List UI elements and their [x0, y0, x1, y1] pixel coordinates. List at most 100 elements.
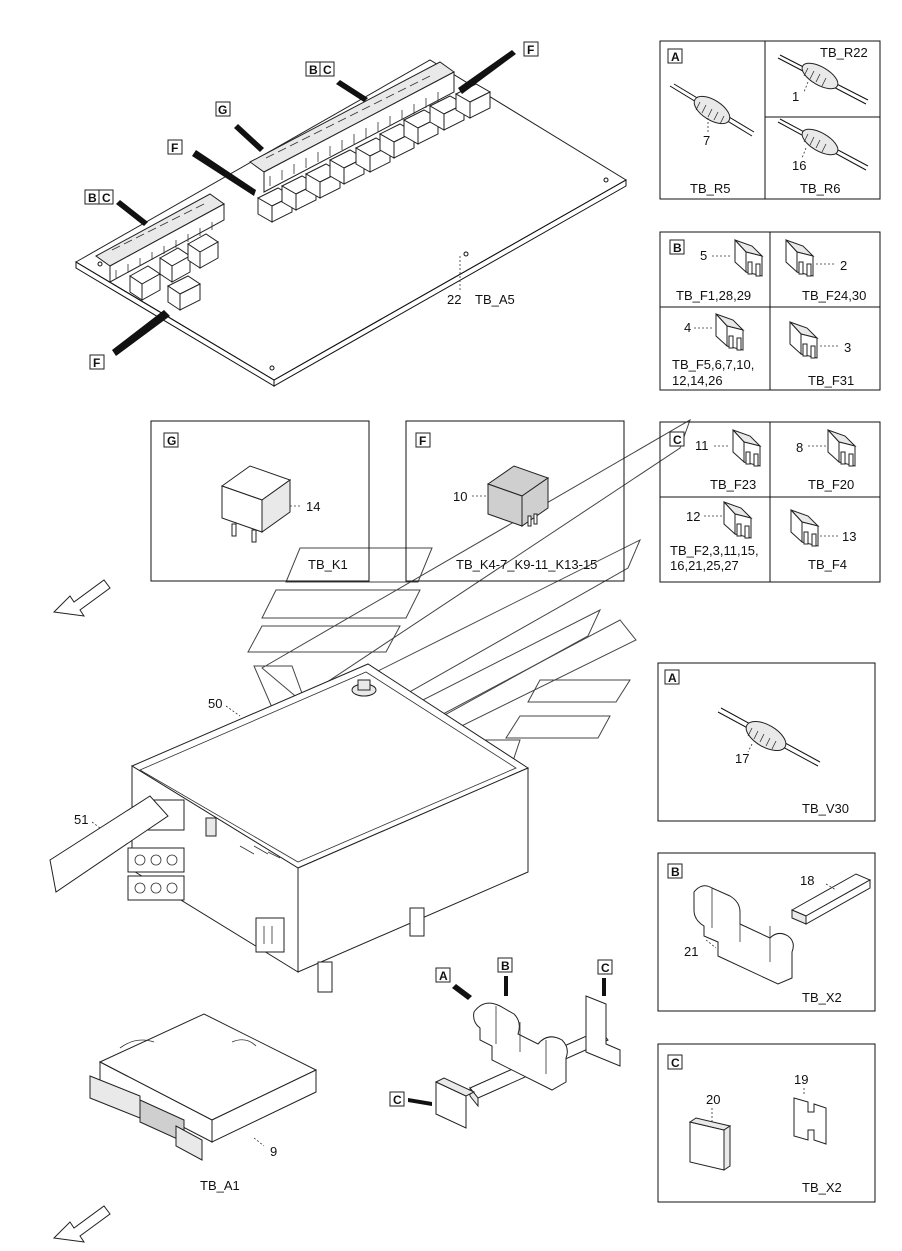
svg-text:1: 1 [792, 89, 799, 104]
svg-text:TB_F2,3,11,15,: TB_F2,3,11,15, [670, 543, 759, 558]
resistor-r5 [669, 83, 755, 137]
svg-text:51: 51 [74, 812, 88, 827]
svg-text:C: C [671, 1056, 680, 1070]
fuse-f31-icon [789, 320, 840, 359]
resistor-r6 [777, 118, 869, 171]
panel-c-x2: C 20 19 TB_X2 [657, 1043, 876, 1203]
svg-text:18: 18 [800, 873, 814, 888]
svg-text:G: G [167, 434, 176, 448]
fuse-f20-icon [808, 428, 857, 467]
svg-text:F: F [419, 434, 426, 448]
svg-text:TB_F1,28,29: TB_F1,28,29 [676, 288, 751, 303]
fuse-f5-icon [694, 312, 745, 351]
svg-text:7: 7 [703, 133, 710, 148]
fuse-f4-icon [790, 508, 838, 547]
svg-text:TB_V30: TB_V30 [802, 801, 849, 816]
board-letter-boxes: B C G F B C F F 22 TB_A5 [84, 41, 539, 370]
svg-text:12: 12 [686, 509, 700, 524]
panel-b-x2: B 18 21 TB_X2 [657, 852, 876, 1012]
svg-text:TB_F31: TB_F31 [808, 373, 854, 388]
svg-text:F: F [171, 141, 178, 155]
fuse-f2-icon [704, 500, 753, 539]
fuse-f24-icon [785, 238, 836, 277]
assembly-letter-boxes: A B C C [389, 957, 613, 1107]
left-relays [129, 233, 219, 311]
svg-text:2: 2 [840, 258, 847, 273]
svg-text:C: C [673, 433, 682, 447]
svg-text:19: 19 [794, 1072, 808, 1087]
svg-text:TB_F4: TB_F4 [808, 557, 847, 572]
svg-text:G: G [218, 103, 227, 117]
panel-g-relay: G 14 TB_K1 [150, 420, 370, 582]
svg-text:11: 11 [695, 438, 709, 453]
svg-text:TB_X2: TB_X2 [802, 990, 842, 1005]
board-callouts [112, 50, 516, 356]
svg-text:17: 17 [735, 751, 749, 766]
svg-text:B: B [88, 191, 97, 205]
svg-text:20: 20 [706, 1092, 720, 1107]
svg-text:TB_F5,6,7,10,: TB_F5,6,7,10, [672, 357, 754, 372]
svg-text:A: A [439, 969, 448, 983]
svg-text:22: 22 [447, 292, 461, 307]
svg-text:TB_F20: TB_F20 [808, 477, 854, 492]
svg-text:C: C [102, 191, 111, 205]
svg-text:14: 14 [306, 499, 320, 514]
ecu-module [89, 1013, 318, 1161]
panel-c-fuses: C 11 TB_F23 8 TB_F20 12 [659, 421, 881, 583]
left-fuse-block [95, 193, 225, 283]
din-rail-icon [790, 873, 872, 925]
relay-k4-icon [472, 465, 550, 527]
terminal-block-icon [693, 885, 794, 985]
direction-arrow-lower [52, 1205, 111, 1243]
control-box [49, 663, 530, 993]
svg-text:F: F [527, 43, 534, 57]
svg-text:A: A [668, 671, 677, 685]
relay-board [75, 50, 627, 387]
svg-text:9: 9 [270, 1144, 277, 1159]
svg-text:TB_X2: TB_X2 [802, 1180, 842, 1195]
svg-text:13: 13 [842, 529, 856, 544]
panel-b-fuses: B 5 TB_F1,28,29 2 TB_F24,30 [659, 231, 881, 391]
svg-text:TB_A1: TB_A1 [200, 1178, 240, 1193]
svg-text:10: 10 [453, 489, 467, 504]
svg-text:8: 8 [796, 440, 803, 455]
svg-text:TB_K4-7_K9-11_K13-15: TB_K4-7_K9-11_K13-15 [456, 557, 597, 572]
svg-text:C: C [601, 961, 610, 975]
svg-text:12,14,26: 12,14,26 [672, 373, 723, 388]
resistor-r22 [777, 54, 869, 105]
svg-text:TB_A5: TB_A5 [475, 292, 515, 307]
svg-text:A: A [671, 50, 680, 64]
end-plate-20-icon [688, 1108, 732, 1171]
panel-f-relay: F 10 TB_K4-7_K9-11_K13-15 [405, 420, 625, 582]
svg-text:C: C [323, 63, 332, 77]
svg-text:5: 5 [700, 248, 707, 263]
resistor-v30-icon [717, 707, 821, 767]
svg-text:TB_R6: TB_R6 [800, 181, 840, 196]
end-plate-19-icon [793, 1088, 827, 1145]
main-fuse-block [249, 61, 455, 193]
panel-a-resistors: A 7 TB_R5 TB_R22 1 16 TB_R [659, 40, 881, 200]
terminal-assembly [434, 995, 621, 1129]
direction-arrow-upper [52, 579, 111, 617]
svg-text:B: B [673, 241, 682, 255]
svg-text:TB_K1: TB_K1 [308, 557, 348, 572]
svg-text:TB_F23: TB_F23 [710, 477, 756, 492]
svg-text:21: 21 [684, 944, 698, 959]
svg-text:TB_R22: TB_R22 [820, 45, 868, 60]
svg-text:3: 3 [844, 340, 851, 355]
svg-text:B: B [309, 63, 318, 77]
svg-text:F: F [93, 356, 100, 370]
svg-text:TB_F24,30: TB_F24,30 [802, 288, 866, 303]
fuse-f1-icon [712, 238, 764, 277]
svg-text:C: C [393, 1093, 402, 1107]
svg-text:B: B [501, 959, 510, 973]
svg-text:50: 50 [208, 696, 222, 711]
relay-k1-icon [220, 465, 302, 543]
svg-text:4: 4 [684, 320, 691, 335]
fuse-f23-icon [714, 428, 762, 467]
svg-text:B: B [671, 865, 680, 879]
svg-text:16,21,25,27: 16,21,25,27 [670, 558, 739, 573]
svg-text:16: 16 [792, 158, 806, 173]
svg-text:TB_R5: TB_R5 [690, 181, 730, 196]
